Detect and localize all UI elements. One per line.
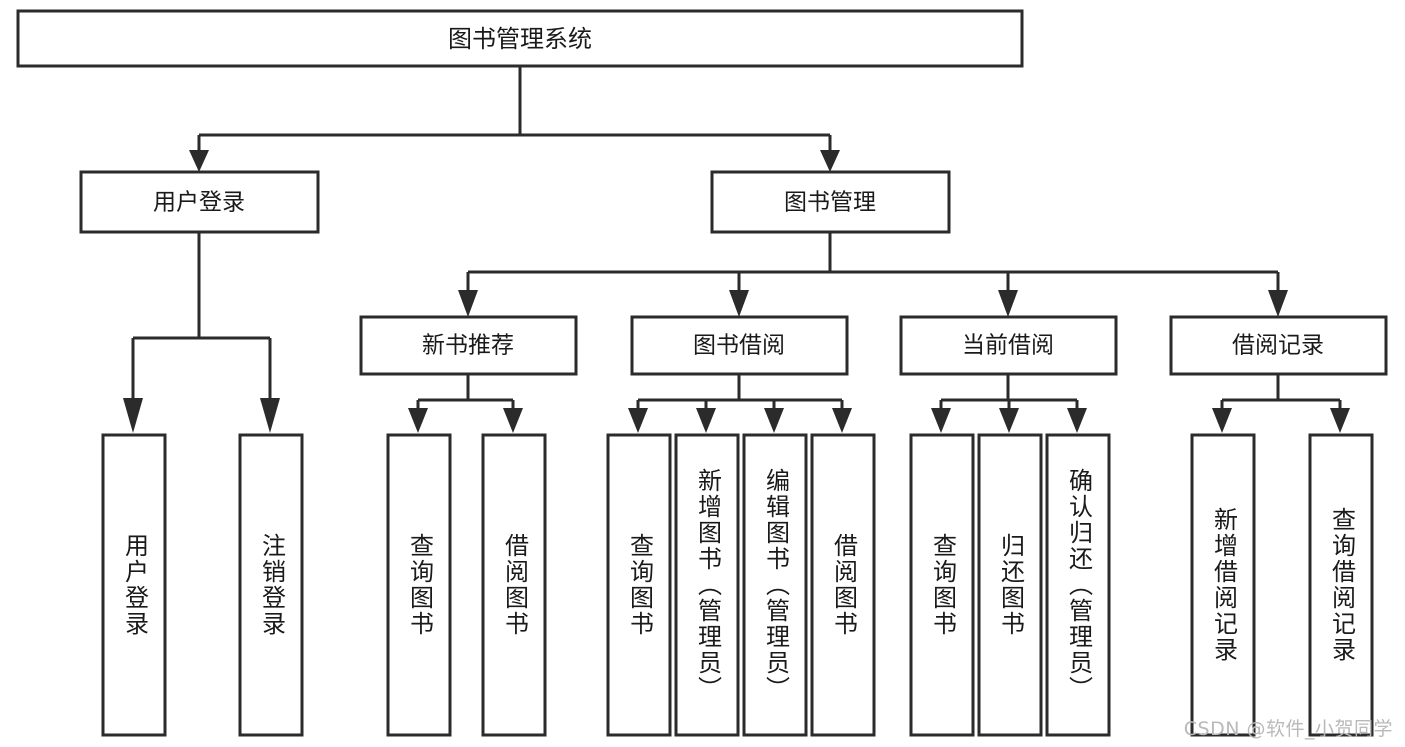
node-user-login-label: 用户登录 bbox=[153, 190, 245, 216]
arrow-borrow-leaf-4 bbox=[832, 408, 852, 433]
leaf-box-borrow-record-1[interactable] bbox=[1190, 433, 1256, 737]
arrow-record-leaf-1 bbox=[1212, 408, 1232, 433]
node-book-management-label: 图书管理 bbox=[784, 190, 876, 216]
leaf-box-current-borrow-2[interactable] bbox=[977, 433, 1043, 737]
arrow-borrow-leaf-3 bbox=[764, 408, 784, 433]
node-new-book-recommend-label: 新书推荐 bbox=[422, 333, 514, 359]
arrow-userlogin-leaf-1 bbox=[123, 398, 143, 433]
node-current-borrow[interactable] bbox=[899, 315, 1118, 376]
node-root[interactable] bbox=[16, 9, 1024, 68]
node-root-label: 图书管理系统 bbox=[448, 25, 592, 53]
node-new-book-recommend[interactable] bbox=[359, 315, 578, 376]
arrow-bookmgmt-to-current bbox=[998, 290, 1018, 317]
watermark-text: CSDN @软件_小贺同学 bbox=[1183, 718, 1393, 740]
arrow-bookmgmt-to-record bbox=[1268, 290, 1288, 317]
arrow-current-leaf-1 bbox=[931, 408, 951, 433]
arrow-bookmgmt-to-newbook bbox=[458, 290, 478, 317]
leaf-box-borrow-record-2[interactable] bbox=[1308, 433, 1374, 737]
arrow-borrow-leaf-1 bbox=[628, 408, 648, 433]
arrow-root-to-userlogin bbox=[189, 150, 209, 172]
leaf-box-current-borrow-1[interactable] bbox=[909, 433, 975, 737]
arrow-newbook-leaf-1 bbox=[408, 408, 428, 433]
leaf-box-user-login-2[interactable] bbox=[238, 433, 304, 737]
node-user-login[interactable] bbox=[79, 170, 320, 234]
leaf-box-book-borrow-2[interactable] bbox=[674, 433, 740, 737]
leaf-box-user-login-1[interactable] bbox=[101, 433, 167, 737]
node-borrow-record-label: 借阅记录 bbox=[1232, 333, 1324, 359]
arrow-newbook-leaf-2 bbox=[503, 408, 523, 433]
connectors-layer bbox=[123, 66, 1350, 433]
arrow-current-leaf-2 bbox=[999, 408, 1019, 433]
leaf-box-book-borrow-3[interactable] bbox=[742, 433, 808, 737]
arrow-userlogin-leaf-2 bbox=[260, 398, 280, 433]
leaf-box-new-book-1[interactable] bbox=[386, 433, 452, 737]
node-book-management[interactable] bbox=[710, 170, 951, 234]
leaf-box-book-borrow-4[interactable] bbox=[810, 433, 876, 737]
node-book-borrow-label: 图书借阅 bbox=[693, 333, 785, 359]
node-borrow-record[interactable] bbox=[1169, 315, 1388, 376]
arrow-record-leaf-2 bbox=[1330, 408, 1350, 433]
leaf-box-new-book-2[interactable] bbox=[481, 433, 547, 737]
arrow-bookmgmt-to-borrow bbox=[729, 290, 749, 317]
arrow-root-to-bookmgmt bbox=[820, 150, 840, 172]
node-current-borrow-label: 当前借阅 bbox=[962, 333, 1054, 359]
leaf-box-book-borrow-1[interactable] bbox=[606, 433, 672, 737]
nodes-layer: 图书管理系统 用户登录 图书管理 新书推荐 图书借阅 当前借阅 借阅记录 bbox=[16, 9, 1388, 737]
arrow-current-leaf-3 bbox=[1067, 408, 1087, 433]
leaf-box-current-borrow-3[interactable] bbox=[1045, 433, 1111, 737]
arrow-borrow-leaf-2 bbox=[696, 408, 716, 433]
node-book-borrow[interactable] bbox=[630, 315, 849, 376]
